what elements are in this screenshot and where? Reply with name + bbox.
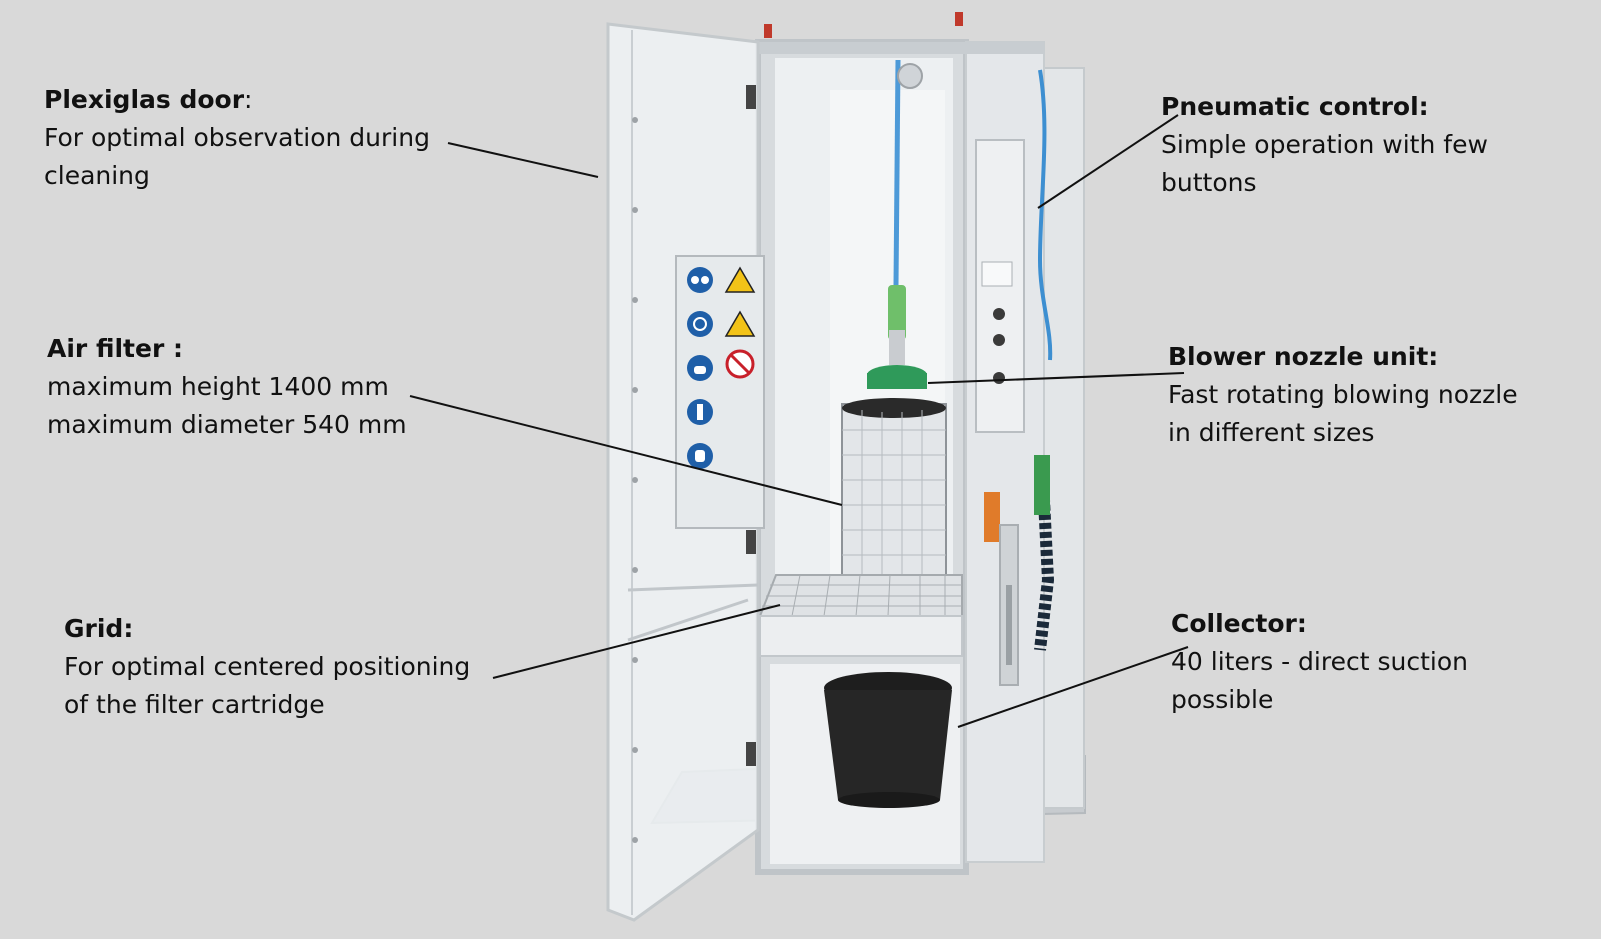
air-hose xyxy=(1037,69,1053,361)
hazard-warning-icon xyxy=(724,310,756,337)
callout-pneumatic-control: Pneumatic control: Simple operation with… xyxy=(1161,88,1561,202)
callout-title: Plexiglas door xyxy=(44,85,245,114)
leader-pneu xyxy=(1037,114,1179,209)
callout-blower-nozzle-unit: Blower nozzle unit: Fast rotating blowin… xyxy=(1168,338,1588,452)
terminal-block xyxy=(1034,455,1050,515)
nozzle-hose xyxy=(893,59,901,286)
leader-lines xyxy=(409,114,1189,728)
pneumatic-valves xyxy=(984,492,1019,686)
protective-suit-icon xyxy=(687,399,713,425)
callout-title: Pneumatic control: xyxy=(1161,92,1429,121)
leader-door xyxy=(447,142,599,178)
callout-line: in different sizes xyxy=(1168,418,1375,447)
collector-bucket xyxy=(824,672,952,808)
leader-filter xyxy=(409,395,843,506)
eye-protection-icon xyxy=(687,267,713,293)
callout-title-suffix: : xyxy=(244,85,253,114)
no-smoking-icon xyxy=(725,349,755,379)
callout-collector: Collector: 40 liters - direct suction po… xyxy=(1171,605,1571,719)
callout-line: of the filter cartridge xyxy=(64,690,325,719)
callout-line: 40 liters - direct suction xyxy=(1171,647,1468,676)
side-panel xyxy=(1043,67,1085,809)
air-filter-cartridge xyxy=(841,398,947,597)
callout-title: Grid: xyxy=(64,614,134,643)
hearing-protection-icon xyxy=(687,311,713,337)
callout-grid: Grid: For optimal centered positioning o… xyxy=(64,610,504,724)
callout-title: Blower nozzle unit: xyxy=(1168,342,1439,371)
leader-coll xyxy=(957,646,1189,728)
callout-title: Collector: xyxy=(1171,609,1307,638)
indicator-lights xyxy=(764,12,963,38)
callout-line: cleaning xyxy=(44,161,150,190)
callout-line: maximum height 1400 mm xyxy=(47,372,389,401)
callout-plexiglas-door: Plexiglas door: For optimal observation … xyxy=(44,81,454,195)
callout-line: For optimal centered positioning xyxy=(64,652,471,681)
callout-line: Fast rotating blowing nozzle xyxy=(1168,380,1518,409)
callout-line: maximum diameter 540 mm xyxy=(47,410,407,439)
hose-pulley xyxy=(897,63,923,89)
callout-line: For optimal observation during xyxy=(44,123,430,152)
callout-line: Simple operation with few xyxy=(1161,130,1488,159)
callout-air-filter: Air filter : maximum height 1400 mm maxi… xyxy=(47,330,447,444)
leader-blower xyxy=(927,372,1185,384)
gloves-icon xyxy=(687,443,713,469)
leader-grid xyxy=(492,604,781,679)
callout-line: buttons xyxy=(1161,168,1257,197)
safety-signs-panel xyxy=(675,255,765,529)
pneumatic-control-box xyxy=(975,139,1025,433)
callout-line: possible xyxy=(1171,685,1274,714)
blower-nozzle-unit xyxy=(867,285,927,389)
respirator-icon xyxy=(687,355,713,381)
callout-title: Air filter : xyxy=(47,334,183,363)
filter-grid xyxy=(758,574,963,657)
hot-surface-warning-icon xyxy=(724,266,756,293)
